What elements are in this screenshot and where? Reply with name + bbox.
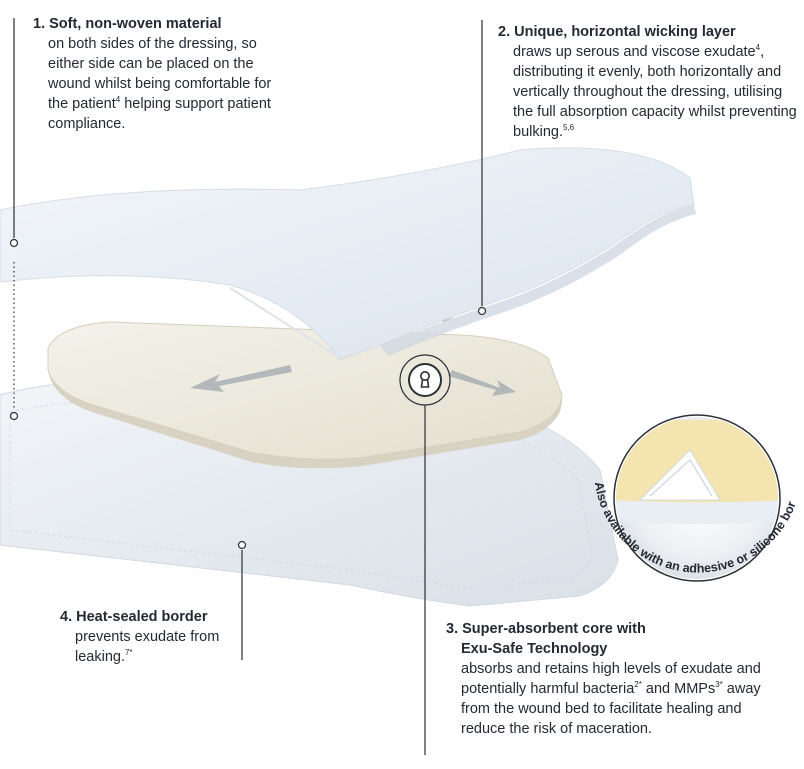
callout-body: draws up serous and viscose exudate4, di… [513, 43, 797, 140]
callout-heat-sealed-border: 4. Heat-sealed border prevents exudate f… [60, 607, 260, 667]
callout-body: on both sides of the dressing, so either… [48, 36, 272, 132]
callout-number: 3. [446, 621, 459, 637]
callout-title: Soft, non-woven material [49, 16, 222, 32]
callout-title: Heat-sealed border [76, 609, 208, 625]
callout-number: 2. [498, 24, 511, 40]
callout-wicking-layer: 2. Unique, horizontal wicking layer draw… [498, 22, 798, 142]
callout-body: absorbs and retains high levels of exuda… [461, 661, 761, 737]
callout-super-absorbent-core: 3. Super-absorbent core with Exu-Safe Te… [446, 619, 766, 739]
callout-title: Unique, horizontal wicking layer [514, 24, 736, 40]
callout-title: Super-absorbent core with [462, 621, 646, 637]
callout-body: prevents exudate from leaking.7* [75, 629, 220, 665]
top-layer [0, 147, 696, 361]
callout-leader-lines [9, 18, 487, 755]
callout-soft-non-woven: 1. Soft, non-woven material on both side… [33, 14, 293, 134]
callout-number: 4. [60, 609, 73, 625]
callout-title-line2: Exu-Safe Technology [461, 641, 608, 657]
callout-number: 1. [33, 16, 46, 32]
